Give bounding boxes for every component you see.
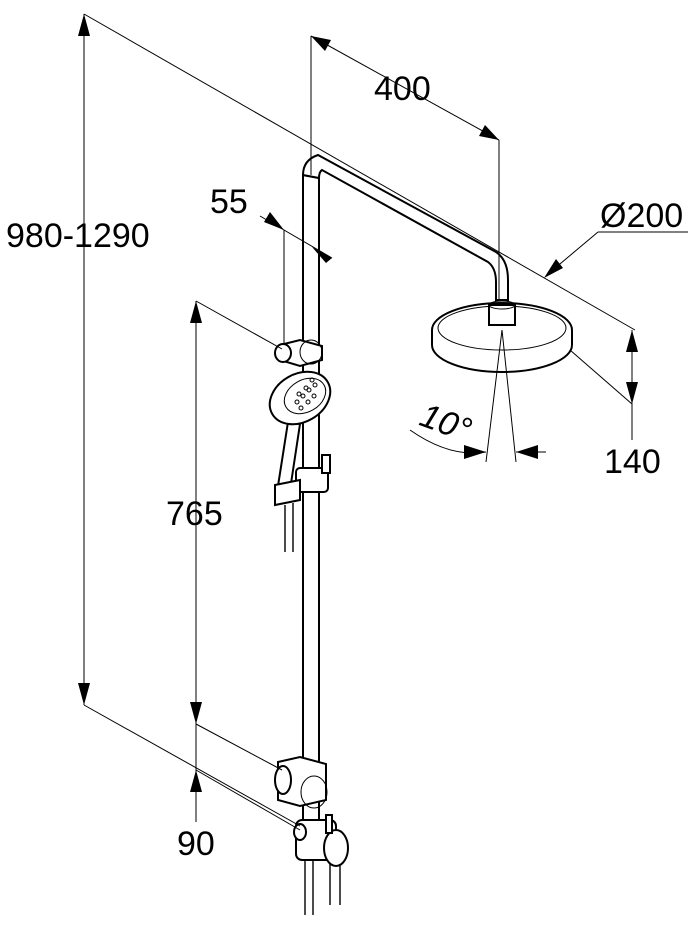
lower-offset-label: 90 bbox=[177, 825, 215, 863]
hand-shower bbox=[268, 370, 332, 492]
arm-reach-label: 400 bbox=[374, 70, 431, 108]
total-height-label: 980-1290 bbox=[6, 217, 150, 255]
dim-bar-length bbox=[190, 300, 283, 771]
wall-offset-label: 55 bbox=[210, 183, 248, 221]
dim-head-drop bbox=[569, 330, 638, 440]
dim-head-diameter bbox=[544, 231, 688, 278]
bar-length-label: 765 bbox=[166, 495, 223, 533]
head-drop-label: 140 bbox=[604, 443, 661, 481]
upper-wall-bracket bbox=[274, 338, 323, 368]
shower-hose bbox=[284, 503, 294, 552]
riser-pipe bbox=[301, 153, 509, 861]
overhead-shower-head bbox=[431, 300, 573, 373]
head-diameter-label: Ø200 bbox=[600, 197, 683, 235]
diverter-valve bbox=[293, 814, 349, 915]
dim-total-height bbox=[78, 13, 636, 827]
lower-wall-bracket bbox=[274, 755, 328, 809]
dim-wall-offset bbox=[259, 212, 333, 345]
dim-arm-reach bbox=[310, 35, 500, 300]
hand-shower-slider bbox=[274, 454, 331, 507]
dim-lower-offset bbox=[190, 724, 301, 831]
dim-tilt-angle bbox=[409, 329, 546, 463]
tilt-angle-label: 10° bbox=[415, 396, 476, 449]
